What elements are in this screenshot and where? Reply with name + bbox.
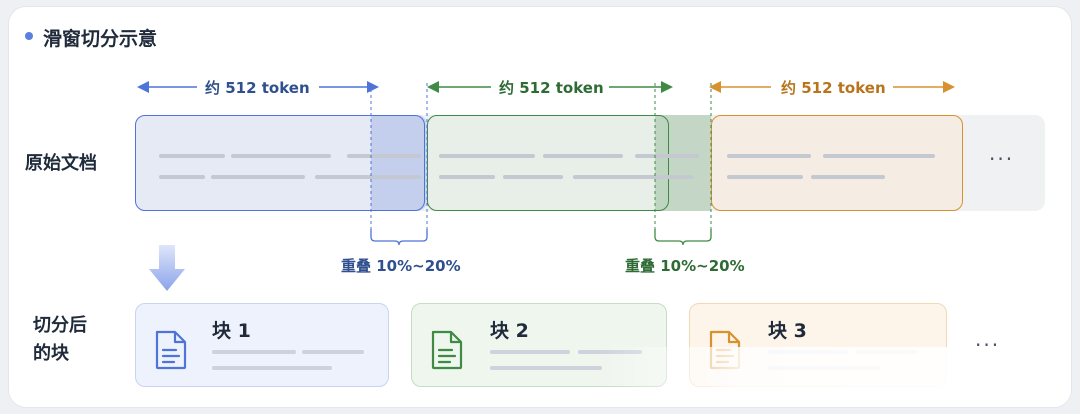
- diagram-card: 滑窗切分示意 约 512 token 约 512 token 约 512 tok…: [8, 6, 1072, 408]
- text-line: [212, 366, 332, 370]
- text-line: [159, 175, 205, 179]
- document-icon: [431, 330, 463, 370]
- text-line: [231, 154, 331, 158]
- text-line: [578, 350, 642, 354]
- window-3-label: 约 512 token: [781, 79, 886, 97]
- text-line: [302, 350, 364, 354]
- row-label-original: 原始文档: [25, 153, 97, 174]
- diagram-title: 滑窗切分示意: [43, 28, 158, 50]
- text-line: [159, 154, 225, 158]
- window-1-label: 约 512 token: [205, 79, 310, 97]
- text-line: [347, 154, 421, 158]
- title-bullet: [25, 32, 33, 40]
- overlap-1-label: 重叠 10%~20%: [341, 257, 461, 275]
- text-line: [768, 350, 848, 354]
- document-more-ellipsis: ···: [989, 147, 1015, 171]
- row-label-chunks-line1: 切分后: [33, 315, 87, 336]
- window-2-box: [427, 115, 669, 211]
- overlap-2-region: [655, 115, 711, 211]
- text-line: [439, 154, 535, 158]
- token-window-arrows: [137, 81, 955, 93]
- text-line: [211, 175, 305, 179]
- text-line: [439, 175, 495, 179]
- text-line: [727, 175, 803, 179]
- text-line: [811, 175, 885, 179]
- text-line: [212, 350, 296, 354]
- chunk-card-3: 块 3: [689, 303, 947, 387]
- window-1-box: [135, 115, 425, 211]
- document-icon: [155, 330, 187, 370]
- text-line: [503, 175, 563, 179]
- chunks-more-ellipsis: ···: [975, 333, 1001, 357]
- text-line: [727, 154, 811, 158]
- text-line: [856, 350, 918, 354]
- chunk-3-title: 块 3: [768, 320, 807, 342]
- window-2-label: 约 512 token: [499, 79, 604, 97]
- text-line: [490, 366, 602, 370]
- overlap-2-label: 重叠 10%~20%: [625, 257, 745, 275]
- chunk-1-title: 块 1: [212, 320, 251, 342]
- text-line: [823, 154, 935, 158]
- chunk-2-title: 块 2: [490, 320, 529, 342]
- window-3-box: [711, 115, 963, 211]
- chunk-card-2: 块 2: [411, 303, 667, 387]
- document-icon: [709, 330, 741, 370]
- row-label-chunks-line2: 的块: [33, 343, 69, 364]
- down-arrow-icon: [149, 245, 185, 291]
- text-line: [573, 175, 693, 179]
- text-line: [315, 175, 421, 179]
- text-line: [635, 154, 699, 158]
- text-line: [768, 366, 880, 370]
- text-line: [543, 154, 623, 158]
- chunk-card-1: 块 1: [135, 303, 389, 387]
- overlap-1-region: [371, 115, 427, 211]
- overlap-markers: [370, 83, 712, 246]
- text-line: [490, 350, 570, 354]
